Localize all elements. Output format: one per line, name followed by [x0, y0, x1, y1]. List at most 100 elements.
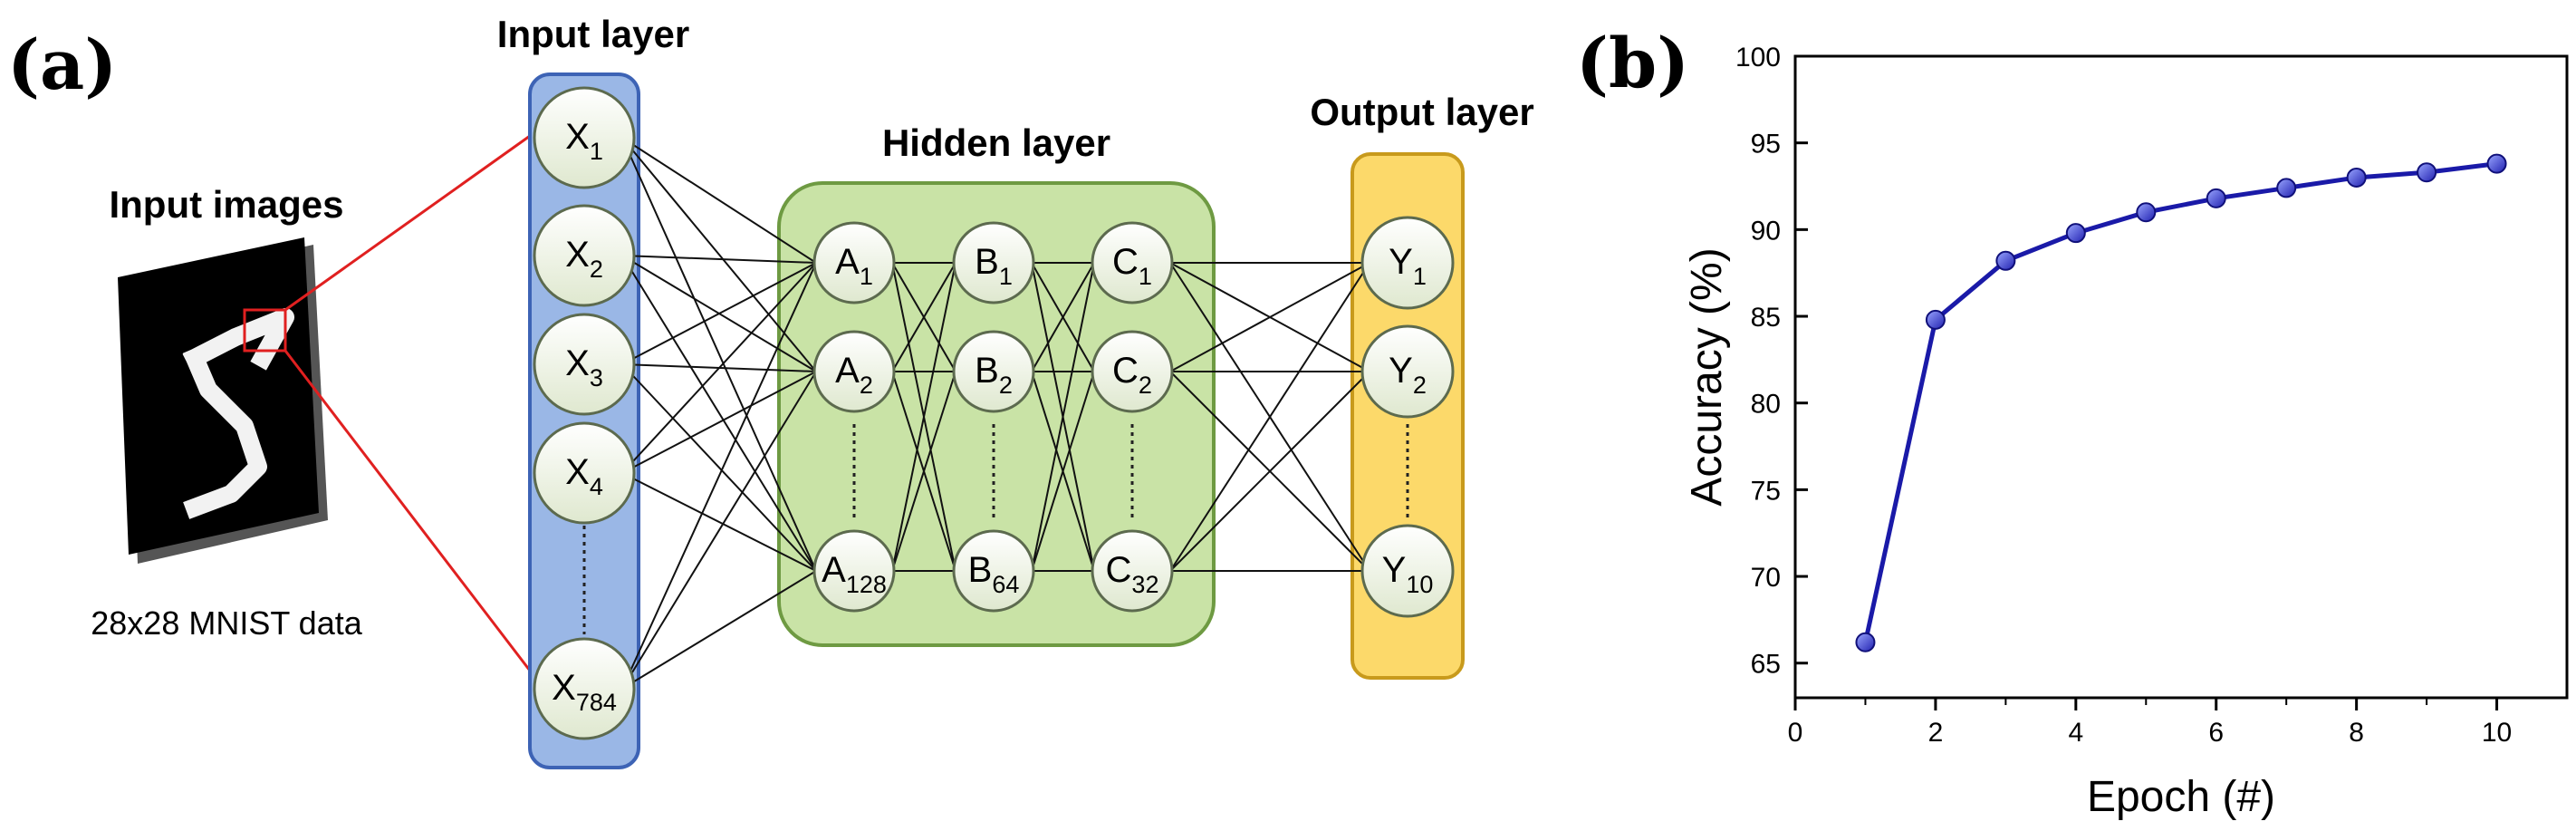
output-node-Y1: Y1: [1360, 216, 1455, 310]
connection-line: [621, 363, 817, 572]
node-circle: [952, 529, 1035, 613]
connection-line: [621, 255, 817, 264]
output-node-Y10: Y10: [1360, 524, 1455, 618]
output-node-Y2: Y2: [1360, 324, 1455, 419]
connection-line: [1169, 262, 1370, 372]
node-circle: [1360, 216, 1455, 310]
node-circle: [812, 221, 896, 304]
node-label: A2: [835, 351, 873, 399]
y-tick-label: 80: [1751, 390, 1781, 420]
connection-line: [1031, 371, 1095, 572]
connection-lines: [621, 137, 1370, 690]
hidden-node-A128: A128: [812, 529, 896, 613]
hidden-node-A1: A1: [812, 221, 896, 304]
zoom-line-bottom: [284, 350, 532, 672]
x-tick-label: 6: [2208, 718, 2224, 748]
node-circle: [1091, 221, 1174, 304]
node-label: X4: [565, 452, 603, 500]
hidden-node-B64: B64: [952, 529, 1035, 613]
input-node-X784: X784: [533, 637, 636, 740]
y-tick-label: 100: [1735, 43, 1781, 72]
zoom-line-top: [284, 134, 531, 312]
connection-line: [891, 371, 956, 572]
plot-frame: [1793, 54, 2569, 700]
x-tick-label: 0: [1788, 718, 1803, 748]
connection-line: [621, 137, 817, 572]
y-tick-label: 90: [1751, 216, 1781, 246]
node-label: B2: [975, 351, 1013, 399]
node-label: Y10: [1382, 550, 1434, 598]
data-point: [1995, 250, 2016, 271]
node-circle: [812, 529, 896, 613]
input-images-title: Input images: [109, 183, 343, 226]
zoom-box: [243, 308, 287, 353]
accuracy-series-points: [1855, 153, 2507, 652]
y-tick-label: 95: [1751, 130, 1781, 159]
data-point: [2346, 167, 2367, 188]
output-layer-title: Output layer: [1310, 91, 1533, 133]
ellipsis-dots: [582, 424, 1409, 634]
node-circle: [533, 86, 636, 189]
connection-line: [1031, 262, 1095, 372]
connection-line: [621, 262, 817, 365]
data-point: [2206, 188, 2226, 208]
y-tick-label: 70: [1751, 563, 1781, 593]
node-circle: [533, 637, 636, 740]
node-label: X1: [565, 117, 603, 165]
hidden-layer-title: Hidden layer: [882, 121, 1110, 164]
connection-line: [621, 371, 817, 690]
x-axis-title: Epoch (#): [2087, 773, 2275, 821]
node-label: Y2: [1389, 351, 1427, 399]
connection-line: [1169, 262, 1370, 572]
node-circle: [812, 330, 896, 413]
node-circle: [952, 330, 1035, 413]
y-axis-title: Accuracy (%): [1683, 247, 1731, 506]
connection-line: [1169, 371, 1370, 572]
x-tick-label: 10: [2482, 718, 2512, 748]
hidden-node-C1: C1: [1091, 221, 1174, 304]
node-circle: [952, 221, 1035, 304]
data-point: [2276, 178, 2297, 198]
data-point: [1855, 632, 1876, 652]
connection-line: [621, 262, 817, 474]
hidden-node-B1: B1: [952, 221, 1035, 304]
node-circle: [1360, 524, 1455, 618]
node-label: B1: [975, 242, 1013, 290]
mnist-caption: 28x28 MNIST data: [91, 604, 362, 642]
panel-a-label: (a): [7, 24, 117, 105]
node-label: C1: [1112, 242, 1152, 290]
data-point: [2486, 153, 2507, 174]
data-point: [2417, 162, 2437, 183]
node-label: A128: [822, 550, 887, 598]
node-label: B64: [968, 550, 1020, 598]
connection-line: [621, 371, 817, 474]
data-point: [2065, 223, 2086, 244]
connection-line: [621, 262, 817, 690]
input-node-X2: X2: [533, 204, 636, 307]
node-circle: [1360, 324, 1455, 419]
node-circle: [533, 204, 636, 307]
connection-line: [621, 255, 817, 572]
input-node-X3: X3: [533, 313, 636, 416]
node-circle: [533, 313, 636, 416]
node-label: X784: [552, 668, 617, 716]
panel-b-label: (b): [1576, 23, 1689, 103]
node-circle: [533, 421, 636, 525]
y-tick-label: 75: [1751, 476, 1781, 506]
hidden-node-C32: C32: [1091, 529, 1174, 613]
node-label: Y1: [1389, 242, 1427, 290]
accuracy-series-line: [1863, 161, 2497, 643]
input-node-X4: X4: [533, 421, 636, 525]
x-tick-label: 2: [1928, 718, 1944, 748]
input-layer-title: Input layer: [497, 13, 689, 55]
hidden-node-B2: B2: [952, 330, 1035, 413]
node-label: X2: [565, 235, 603, 283]
hidden-node-A2: A2: [812, 330, 896, 413]
node-label: C2: [1112, 351, 1152, 399]
node-label: C32: [1106, 550, 1159, 598]
